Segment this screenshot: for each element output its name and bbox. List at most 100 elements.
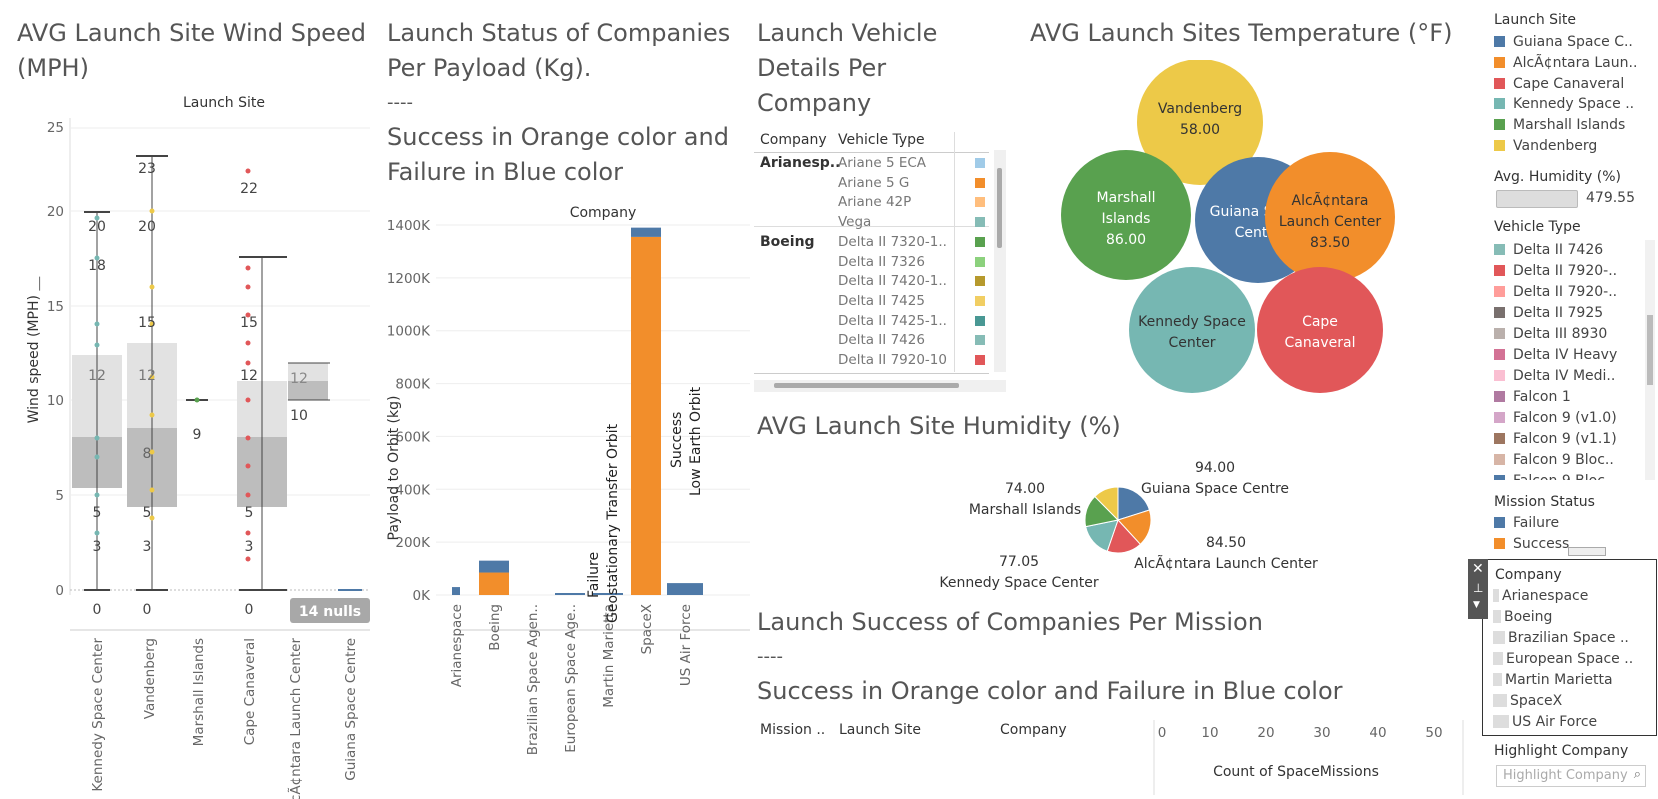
company-filter-item[interactable]: US Air Force (1493, 714, 1597, 730)
legend-item-vehicle[interactable]: Delta III 8930 (1494, 326, 1607, 342)
table-row[interactable]: Vega (754, 212, 989, 231)
chevron-down-icon[interactable]: ▼ (1473, 600, 1480, 610)
bubble-alcantara[interactable]: AlcÃ¢ntara Launch Center 83.50 (1265, 152, 1395, 282)
close-icon[interactable]: ✕ (1472, 561, 1484, 577)
legend-item-vehicle[interactable]: Falcon 9 (v1.0) (1494, 410, 1617, 426)
legend-label: Delta II 7920-.. (1513, 284, 1618, 300)
legend-label: Vandenberg (1513, 138, 1598, 154)
nulls-indicator[interactable]: 14 nulls (290, 598, 370, 623)
vehicle-table: Company Vehicle Type Arianesp.. Ariane 5… (754, 128, 1019, 398)
company-filter-item[interactable]: European Space .. (1493, 651, 1633, 667)
legend-panel: Launch Site Guiana Space C..AlcÃ¢ntara L… (1468, 0, 1658, 799)
legend-item-launch-site[interactable]: AlcÃ¢ntara Laun.. (1494, 55, 1637, 71)
legend-label: Delta IV Medi.. (1513, 368, 1616, 384)
legend-item-vehicle[interactable]: Delta IV Heavy (1494, 347, 1617, 363)
bar-failure[interactable] (479, 560, 509, 573)
bubble-kennedy-space-center[interactable]: Kennedy Space Center (1129, 267, 1255, 393)
box-label: 18 (88, 258, 106, 274)
legend-label: Cape Canaveral (1513, 75, 1625, 92)
box-vandenberg[interactable] (127, 155, 177, 591)
vehicle-color-swatch (975, 158, 985, 168)
legend-item-vehicle[interactable]: Delta II 7920-.. (1494, 263, 1617, 279)
company-filter-title: Company (1495, 567, 1562, 583)
table-row[interactable]: Delta II 7920-10 (754, 350, 989, 369)
pie-slice[interactable] (1094, 486, 1119, 522)
vehicle-legend-scrollbar[interactable] (1645, 240, 1655, 480)
table-row[interactable]: Delta II 7425-1.. (754, 311, 989, 330)
mission-axis: 0 10 20 30 40 50 Count of SpaceMissions (1153, 720, 1464, 795)
legend-item-vehicle[interactable]: Falcon 9 (v1.1) (1494, 431, 1617, 447)
legend-item-vehicle[interactable]: Falcon 9 Bloc.. (1494, 452, 1614, 468)
table-row[interactable]: Boeing Delta II 7320-1.. (754, 232, 989, 251)
company-filter-item[interactable]: SpaceX (1493, 693, 1562, 709)
legend-item-launch-site[interactable]: Cape Canaveral (1494, 76, 1624, 92)
bar-failure[interactable] (593, 593, 623, 595)
legend-item-launch-site[interactable]: Marshall Islands (1494, 117, 1625, 133)
legend-label: Delta II 7426 (1513, 242, 1604, 258)
company-filter-item[interactable]: Arianespace (1493, 588, 1588, 604)
company-filter-item[interactable]: Boeing (1493, 609, 1552, 625)
annot-leo: Low Earth Orbit (688, 386, 704, 496)
pie-slice[interactable] (1117, 486, 1151, 521)
box-label: 12 (290, 371, 308, 387)
legend-item-launch-site[interactable]: Kennedy Space .. (1494, 96, 1634, 112)
wind-ytick: 10 (47, 393, 64, 409)
payload-ytick: 200K (395, 535, 431, 551)
wind-header: Launch Site (183, 95, 265, 111)
bar-failure[interactable] (452, 587, 460, 595)
bar-failure[interactable] (631, 227, 661, 237)
box-cape-canaveral[interactable] (237, 168, 287, 591)
company-filter-item[interactable]: Martin Marietta (1493, 672, 1613, 688)
box-label: 3 (93, 539, 102, 555)
company-label: Arianespace (1502, 588, 1589, 604)
svg-text:Canaveral: Canaveral (1285, 335, 1356, 351)
box-label: 0 (143, 602, 152, 618)
box-kennedy[interactable] (72, 211, 122, 591)
table-row[interactable]: Ariane 42P (754, 192, 989, 211)
legend-item-vehicle[interactable]: Delta II 7920-.. (1494, 284, 1617, 300)
company-label: Martin Marietta (1505, 672, 1613, 688)
company-label: SpaceX (1510, 693, 1563, 709)
legend-item-vehicle[interactable]: Falcon 1 (1494, 389, 1571, 405)
legend-item-launch-site[interactable]: Guiana Space C.. (1494, 34, 1633, 50)
legend-item-mission[interactable]: Failure (1494, 515, 1559, 531)
table-row[interactable]: Delta II 7425 (754, 291, 989, 310)
legend-item-mission[interactable]: Success (1494, 536, 1569, 552)
bar-failure[interactable] (555, 593, 585, 595)
legend-item-vehicle[interactable]: Delta II 7426 (1494, 242, 1603, 258)
bar-failure[interactable] (667, 583, 703, 595)
legend-item-vehicle[interactable]: Delta IV Medi.. (1494, 368, 1615, 384)
table-row[interactable]: Delta II 7326 (754, 252, 989, 271)
legend-swatch (1494, 77, 1505, 89)
table-row[interactable]: Arianesp.. Ariane 5 ECA (754, 153, 989, 172)
payload-title: Launch Status of Companies Per Payload (… (387, 19, 731, 186)
table-row[interactable]: Delta II 7426 (754, 330, 989, 349)
vehicle-table-hscroll[interactable] (754, 380, 1006, 392)
payload-header: Company (570, 205, 637, 221)
company-filter-item[interactable]: Brazilian Space .. (1493, 630, 1629, 646)
box-alcantara[interactable] (288, 362, 330, 401)
bar-success[interactable] (479, 572, 509, 595)
legend-swatch (1494, 517, 1505, 528)
bubble-cape-canaveral[interactable]: Cape Canaveral (1257, 267, 1383, 393)
box-label: 9 (193, 427, 202, 443)
table-row[interactable]: Ariane 5 G (754, 173, 989, 192)
bubble-marshall-islands[interactable]: Marshall Islands 86.00 (1061, 150, 1191, 280)
legend-drag-handle[interactable] (1568, 547, 1606, 556)
vehicle-type-cell: Delta II 7320-1.. (838, 233, 947, 250)
annot-failure: Failure (586, 552, 602, 598)
legend-swatch (1494, 349, 1505, 360)
wind-xtick: Guiana Space Centre (343, 638, 359, 781)
bubble-vandenberg[interactable]: Vandenberg 58.00 (1137, 60, 1263, 185)
legend-item-vehicle[interactable]: Delta II 7925 (1494, 305, 1603, 321)
box-marshall[interactable] (186, 397, 208, 403)
table-row[interactable]: Delta II 7420-1.. (754, 271, 989, 290)
legend-item-vehicle[interactable]: Falcon 9 Bloc.. (1494, 473, 1614, 480)
bar-success[interactable] (631, 236, 661, 595)
highlight-company-title: Highlight Company (1494, 743, 1629, 759)
pin-icon[interactable]: ⊥ (1473, 581, 1484, 595)
highlight-company-input[interactable]: Highlight Company ⌕ (1496, 765, 1646, 787)
legend-item-launch-site[interactable]: Vandenberg (1494, 138, 1597, 154)
vehicle-table-vscroll[interactable] (994, 150, 1006, 372)
box-label: 12 (138, 368, 156, 384)
